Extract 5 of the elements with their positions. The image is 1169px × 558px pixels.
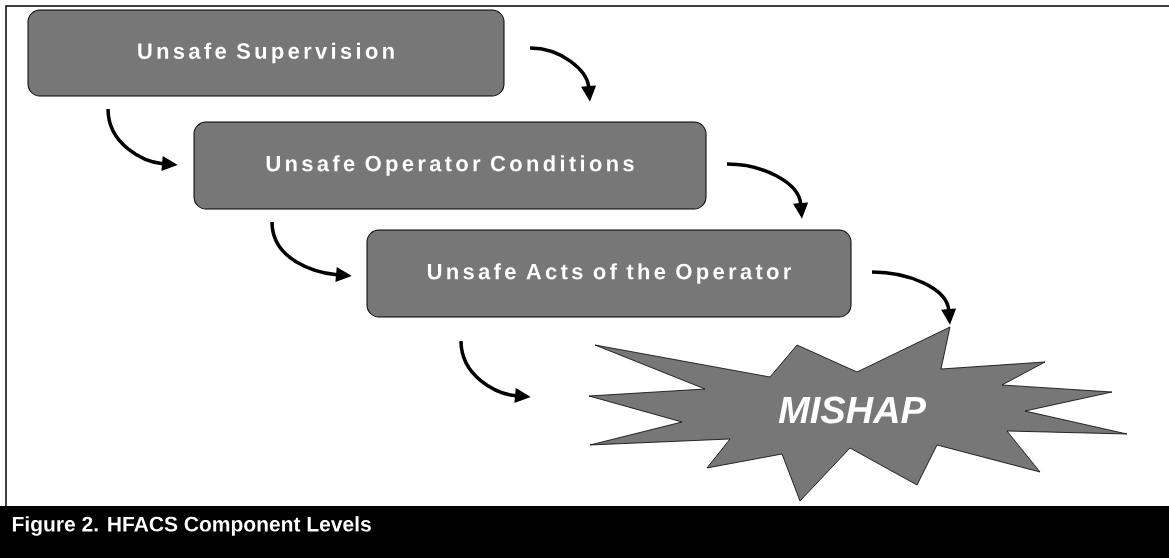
process-box: Unsafe Acts of the Operator xyxy=(366,229,852,318)
starburst: MISHAP xyxy=(588,326,1128,502)
process-box: Unsafe Operator Conditions xyxy=(193,121,707,210)
caption-band: Figure 2. HFACS Component Levels xyxy=(0,506,1169,558)
process-box: Unsafe Supervision xyxy=(27,9,505,97)
